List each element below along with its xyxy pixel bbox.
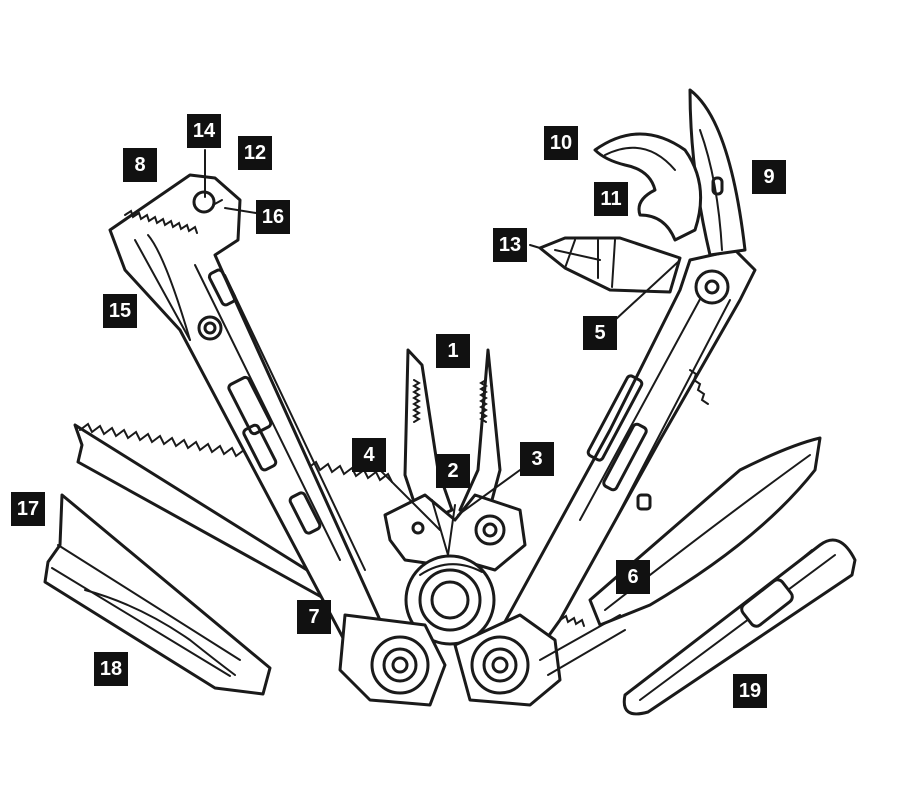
leader-16 [224,207,257,214]
left-pivot [338,613,447,707]
callout-8: 8 [123,148,157,182]
leader-lines [204,149,679,531]
straight-blade-part-9 [688,88,747,257]
callout-14: 14 [187,114,221,148]
callout-19: 19 [733,674,767,708]
callout-4: 4 [352,438,386,472]
bit-holder-part-19 [622,538,857,716]
pliers-body [383,493,527,572]
callout-2: 2 [436,454,470,488]
leader-13 [529,244,541,249]
file-tool-part-18 [43,493,272,696]
left-handle [108,173,432,702]
callout-9: 9 [752,160,786,194]
bit-driver-part-13 [538,236,682,294]
central-pivot [404,554,496,646]
leader-5 [614,261,679,321]
hook-blade-part-10 [593,132,703,242]
callout-18: 18 [94,652,128,686]
leader-12 [212,199,223,206]
callout-15: 15 [103,294,137,328]
leader-4 [379,469,441,531]
callout-13: 13 [493,228,527,262]
callout-16: 16 [256,200,290,234]
callout-1: 1 [436,334,470,368]
callout-17: 17 [11,492,45,526]
callout-6: 6 [616,560,650,594]
callout-3: 3 [520,442,554,476]
leader-3 [457,469,521,516]
callout-5: 5 [583,316,617,350]
callout-12: 12 [238,136,272,170]
callout-7: 7 [297,600,331,634]
callout-11: 11 [594,182,628,216]
callout-10: 10 [544,126,578,160]
right-pivot [453,613,626,707]
